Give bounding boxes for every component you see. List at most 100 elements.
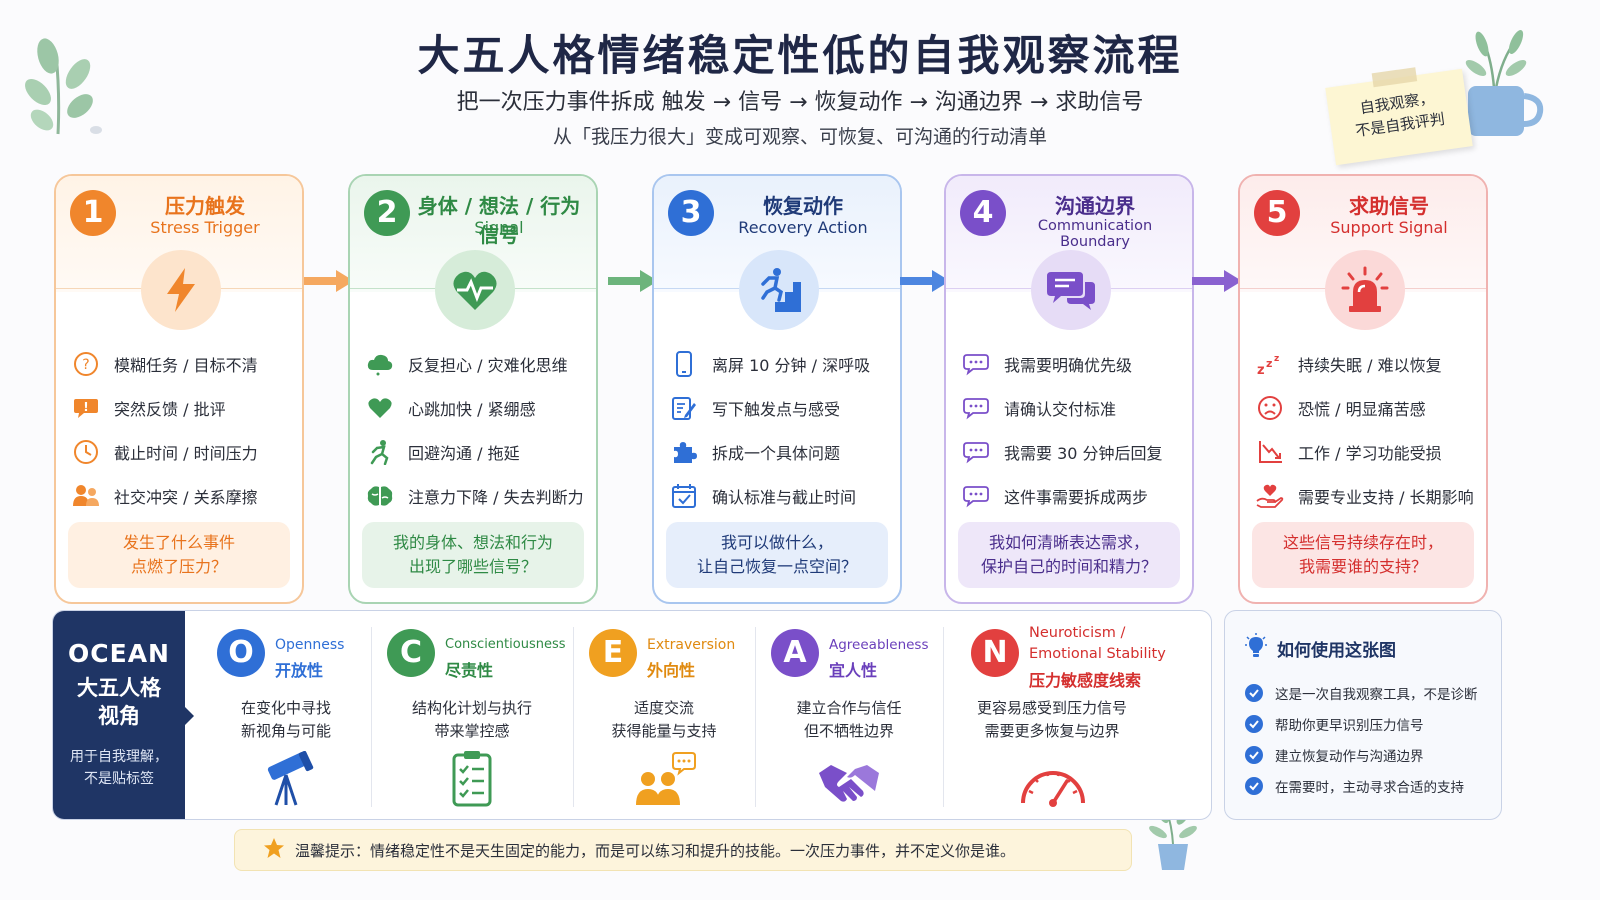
trait-separator [943,627,944,807]
list-item: 注意力下降 / 失去判断力 [366,474,588,518]
step-question-line2: 保护自己的时间和精力？ [980,557,1157,576]
svg-text:z: z [1257,363,1265,376]
ocean-title: OCEAN [68,639,170,668]
list-item: 帮助你更早识别压力信号 [1245,708,1478,739]
step-question-line1: 发生了什么事件 [122,533,235,552]
plant-decoration-left-icon [25,38,102,135]
phone-icon [670,350,698,378]
list-item-label: 写下触发点与感受 [712,400,841,419]
svg-text:z: z [1274,354,1279,364]
trait-description-line1: 更容易感受到压力信号 [976,699,1127,717]
ocean-note-line2: 不是贴标签 [84,771,154,787]
trait-name-en-line2: Emotional Stability [1029,646,1166,662]
list-item-label: 持续失眠 / 难以恢复 [1298,356,1442,375]
trait-description: 在变化中寻找 新视角与可能 [203,697,369,743]
ocean-subtitle: 大五人格 视角 [53,674,185,730]
step-title-en: Recovery Action [738,218,868,237]
step-question: 我的身体、想法和行为 出现了哪些信号？ [362,522,584,588]
trait-description: 结构化计划与执行 带来掌控感 [373,697,571,743]
trait-description-line2: 但不牺牲边界 [803,722,894,740]
list-item-label: 突然反馈 / 批评 [114,400,226,419]
list-item: 社交冲突 / 关系摩擦 [72,474,294,518]
tip-bar: 温馨提示：情绪稳定性不是天生固定的能力，而是可以练习和提升的技能。一次压力事件，… [234,829,1132,871]
speech-bubble-icon [962,438,990,466]
trait-separator [573,627,574,807]
lightbulb-icon [1245,633,1267,664]
climbing-stairs-icon [739,250,819,330]
list-item-label: 需要专业支持 / 长期影响 [1298,488,1474,507]
list-item-label: 我需要明确优先级 [1004,356,1133,375]
list-item-label: 确认标准与截止时间 [712,488,857,507]
trait-letter: E [589,629,637,677]
step-signal-list: 反复担心 / 灾难化思维 心跳加快 / 紧绷感 回避沟通 / 拖延 注意力下降 … [366,342,588,518]
list-item-label: 恐慌 / 明显痛苦感 [1298,400,1426,419]
trait-name-cn: 开放性 [275,661,324,680]
list-item: 工作 / 学习功能受损 [1256,430,1478,474]
arrow-right-icon [304,270,354,292]
checklist-icon [452,751,492,807]
how-to-panel: 如何使用这张图 这是一次自我观察工具，不是诊断 帮助你更早识别压力信号 建立恢复… [1224,610,1502,820]
gauge-icon [1021,771,1085,807]
lightning-icon [141,250,221,330]
step-number: 1 [70,190,116,236]
list-item: 需要专业支持 / 长期影响 [1256,474,1478,518]
list-item: 这件事需要拆成两步 [962,474,1184,518]
trait-letter: N [971,629,1019,677]
trait-name-en: Neuroticism / Emotional Stability [1029,623,1166,665]
list-item: 恐慌 / 明显痛苦感 [1256,386,1478,430]
sad-face-icon [1256,394,1284,422]
step-question-line1: 我可以做什么， [720,533,833,552]
trait-description: 建立合作与信任 但不牺牲边界 [757,697,941,743]
trait-name-cn: 压力敏感度线索 [1029,671,1142,690]
list-item-label: 注意力下降 / 失去判断力 [408,488,584,507]
step-title-cn: 身体 / 想法 / 行为信号 [417,194,581,247]
list-item-label: 截止时间 / 时间压力 [114,444,258,463]
page-subtitle-secondary: 从「我压力很大」变成可观察、可恢复、可沟通的行动清单 [552,126,1047,148]
step-question-line2: 出现了哪些信号？ [408,557,537,576]
step-signal-list: 离屏 10 分钟 / 深呼吸 写下触发点与感受 拆成一个具体问题 确认标准与截止… [670,342,892,518]
trait-description-line1: 建立合作与信任 [796,699,902,717]
chat-bubbles-icon [1031,250,1111,330]
step-card-trigger: 1 压力触发 Stress Trigger ? 模糊任务 / 目标不清 ! 突然… [54,174,304,604]
svg-text:!: ! [83,400,88,414]
alarm-siren-icon [1325,250,1405,330]
list-item: 回避沟通 / 拖延 [366,430,588,474]
list-item: 确认标准与截止时间 [670,474,892,518]
speech-bubble-icon [962,350,990,378]
check-circle-icon [1245,683,1263,702]
step-card-recovery: 3 恢复动作 Recovery Action 离屏 10 分钟 / 深呼吸 写下… [652,174,902,604]
step-signal-list: ? 模糊任务 / 目标不清 ! 突然反馈 / 批评 截止时间 / 时间压力 社交… [72,342,294,518]
how-to-list: 这是一次自我观察工具，不是诊断 帮助你更早识别压力信号 建立恢复动作与沟通边界 … [1245,677,1478,801]
trait-name-en-line1: Neuroticism / [1029,625,1126,641]
step-question-line1: 这些信号持续存在时， [1282,533,1443,552]
step-question: 我可以做什么， 让自己恢复一点空间？ [666,522,888,588]
trait-separator [755,627,756,807]
list-item-label: 请确认交付标准 [1004,400,1117,419]
trait-openness: O Openness 开放性 在变化中寻找 新视角与可能 [203,611,369,819]
trait-description: 适度交流 获得能量与支持 [575,697,753,743]
trait-description-line1: 结构化计划与执行 [411,699,532,717]
step-number: 3 [668,190,714,236]
svg-text:?: ? [82,357,89,373]
step-title-cn: 求助信号 [1349,194,1429,218]
plant-mug-decoration-icon [1465,30,1544,136]
list-item: 反复担心 / 灾难化思维 [366,342,588,386]
step-title-cn: 压力触发 [165,194,245,218]
step-title-cn: 恢复动作 [763,194,843,218]
handshake-icon [819,765,879,802]
step-question: 发生了什么事件 点燃了压力？ [68,522,290,588]
list-item-label: 这是一次自我观察工具，不是诊断 [1275,686,1478,703]
ocean-panel: OCEAN 大五人格 视角 用于自我理解， 不是贴标签 O Openness 开… [52,610,1212,820]
heart-pulse-icon [435,250,515,330]
step-number: 4 [960,190,1006,236]
step-signal-list: 我需要明确优先级 请确认交付标准 我需要 30 分钟后回复 这件事需要拆成两步 [962,342,1184,518]
hand-heart-icon [1256,482,1284,510]
trait-name-en: Extraversion [647,637,736,653]
list-item: 在需要时，主动寻求合适的支持 [1245,770,1478,801]
list-item-label: 社交冲突 / 关系摩擦 [114,488,258,507]
trait-neuroticism: N Neuroticism / Emotional Stability 压力敏感… [959,611,1195,819]
step-question: 我如何清晰表达需求， 保护自己的时间和精力？ [958,522,1180,588]
step-card-boundary: 4 沟通边界 Communication Boundary 我需要明确优先级 请… [944,174,1194,604]
arrow-right-icon [900,270,950,292]
trait-name-en: Openness [275,637,345,653]
